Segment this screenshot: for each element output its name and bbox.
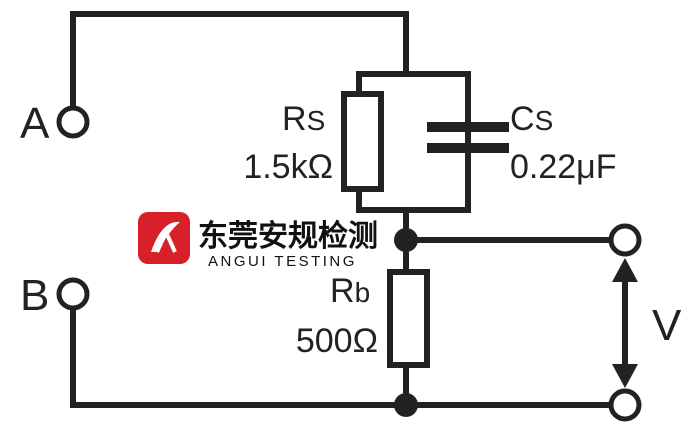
rs-value: 1.5kΩ <box>243 148 333 186</box>
wire-b-to-bottom <box>70 305 613 408</box>
terminal-b-label: B <box>20 271 49 320</box>
capacitor-cs <box>427 71 509 213</box>
terminal-v-bottom <box>608 388 642 422</box>
watermark-name-cn: 东莞安规检测 <box>198 219 378 254</box>
rb-subscript: b <box>355 277 371 308</box>
cs-subscript: S <box>535 105 554 136</box>
voltage-label: V <box>652 301 682 350</box>
cs-value: 0.22μF <box>510 148 617 186</box>
junction-node-lower <box>394 393 418 417</box>
rs-subscript: S <box>307 105 326 136</box>
rs-symbol: R <box>282 100 307 138</box>
terminal-a <box>56 105 90 139</box>
watermark-logo-mark <box>155 227 177 253</box>
junction-node-upper <box>394 228 418 252</box>
watermark-name-en: ANGUI TESTING <box>208 253 357 270</box>
rb-symbol: R <box>330 272 355 310</box>
rb-label: Rb <box>330 272 370 310</box>
terminal-v-top <box>608 223 642 257</box>
cs-label: CS <box>510 100 553 138</box>
watermark: 东莞安规检测 ANGUI TESTING <box>138 212 378 270</box>
terminal-a-label: A <box>20 99 50 148</box>
resistor-rb <box>387 269 430 368</box>
terminal-b <box>56 277 90 311</box>
resistor-rs <box>341 91 384 192</box>
rs-label: RS <box>282 100 325 138</box>
cs-symbol: C <box>510 100 535 138</box>
voltage-arrow-icon <box>612 258 638 388</box>
rb-value: 500Ω <box>296 322 378 360</box>
arrowhead-down-icon <box>612 364 638 388</box>
wire-a-to-top <box>70 11 409 111</box>
arrowhead-up-icon <box>612 258 638 282</box>
